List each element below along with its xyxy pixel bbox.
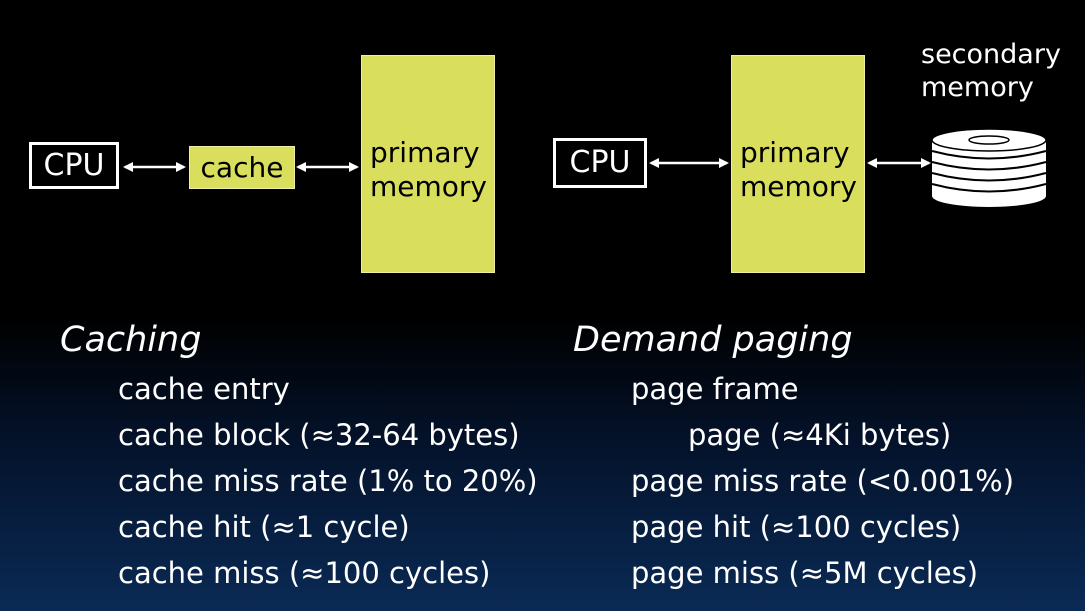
caching-title: Caching bbox=[60, 320, 202, 360]
secondary-memory-label-line1: secondary bbox=[921, 39, 1061, 70]
caching-item-cache-miss-rate: cache miss rate (1% to 20%) bbox=[118, 464, 538, 498]
caching-item-cache-miss: cache miss (≈100 cycles) bbox=[118, 556, 491, 590]
caching-item-cache-hit: cache hit (≈1 cycle) bbox=[118, 510, 410, 544]
caching-item-cache-entry: cache entry bbox=[118, 372, 290, 406]
cache-label: cache bbox=[200, 150, 284, 184]
paging-primary-memory-label-line1: primary bbox=[740, 136, 850, 169]
caching-primary-memory-label-line1: primary bbox=[370, 136, 480, 169]
secondary-memory-label: secondary memory bbox=[921, 38, 1061, 104]
caching-cpu-label: CPU bbox=[43, 147, 105, 183]
cache-box: cache bbox=[189, 146, 295, 189]
caching-cpu-box: CPU bbox=[29, 142, 119, 189]
paging-cpu-label: CPU bbox=[569, 145, 631, 180]
paging-primary-memory-box: primary memory bbox=[731, 55, 865, 273]
paging-item-page-miss-rate: page miss rate (<0.001%) bbox=[631, 464, 1015, 498]
caching-primary-memory-label-line2: memory bbox=[370, 170, 487, 203]
paging-title: Demand paging bbox=[573, 320, 853, 360]
paging-item-page-hit: page hit (≈100 cycles) bbox=[631, 510, 962, 544]
secondary-memory-label-line2: memory bbox=[921, 72, 1034, 103]
caching-item-cache-block: cache block (≈32-64 bytes) bbox=[118, 418, 520, 452]
disk-stack-icon bbox=[931, 128, 1047, 207]
paging-item-page: page (≈4Ki bytes) bbox=[688, 418, 952, 452]
caching-primary-memory-box: primary memory bbox=[361, 55, 495, 273]
paging-cpu-box: CPU bbox=[553, 138, 647, 188]
paging-item-page-miss: page miss (≈5M cycles) bbox=[631, 556, 979, 590]
paging-item-page-frame: page frame bbox=[631, 372, 799, 406]
paging-primary-memory-label-line2: memory bbox=[740, 170, 857, 203]
